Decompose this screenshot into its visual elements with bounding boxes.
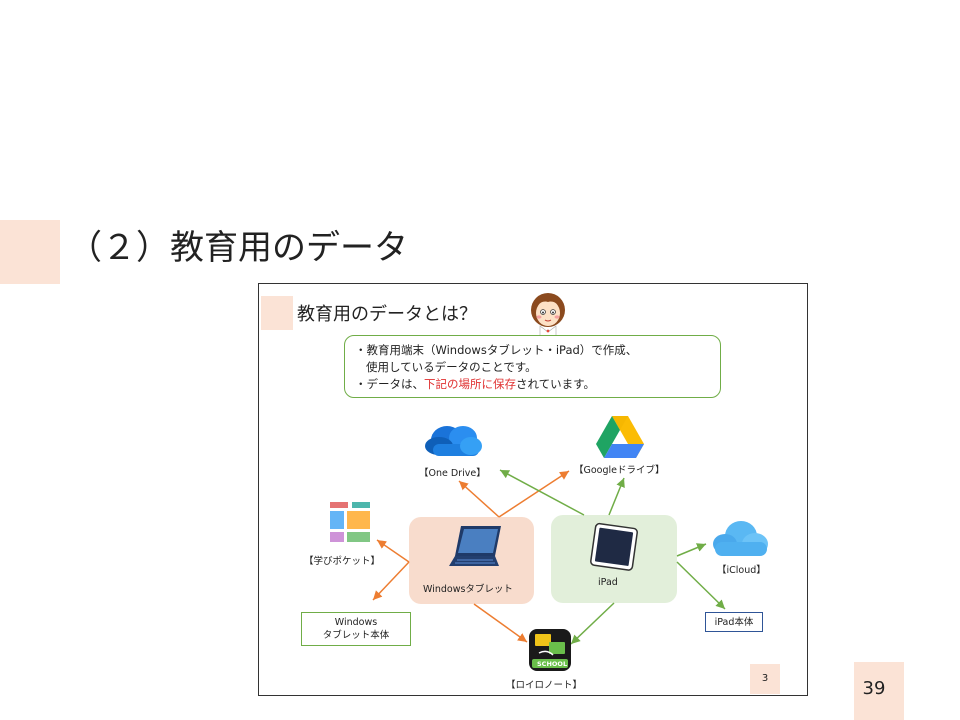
callout-line-3: ・データは、下記の場所に保存されています。 xyxy=(355,376,720,393)
manabi-pocket-icon xyxy=(330,502,370,542)
arrow-ipad-onedrive xyxy=(499,469,585,516)
onedrive-label: 【One Drive】 xyxy=(419,468,486,479)
loilo-label: 【ロイロノート】 xyxy=(506,680,583,691)
callout-highlight: 下記の場所に保存 xyxy=(424,377,516,391)
icloud-icon xyxy=(713,521,768,556)
windows-tablet-label: Windowsタブレット xyxy=(423,584,513,595)
embedded-page-number: 3 xyxy=(750,664,780,694)
embedded-slide-title: 教育用のデータとは？ xyxy=(297,304,477,325)
callout-line-1: ・教育用端末（Windowsタブレット・iPad）で作成、 xyxy=(355,343,638,357)
loilo-badge: SCHOOL xyxy=(537,660,568,668)
loilo-note-icon xyxy=(529,629,571,671)
connection-arrows xyxy=(372,469,726,645)
callout-line-3-prefix: ・データは、 xyxy=(355,377,424,391)
ipad-local-storage-box: iPad本体 xyxy=(705,612,763,632)
ipad-tablet-icon xyxy=(590,522,638,571)
onedrive-cloud-icon xyxy=(425,426,482,456)
embedded-title-accent xyxy=(261,296,293,330)
title-accent-bar xyxy=(0,220,60,284)
page-number: 39 xyxy=(862,678,886,699)
google-drive-label: 【Googleドライブ】 xyxy=(574,465,665,476)
windows-local-storage-box: Windows タブレット本体 xyxy=(301,612,411,646)
windows-local-line2: タブレット本体 xyxy=(322,630,390,641)
arrow-win-loilo xyxy=(473,603,528,643)
arrow-win-google xyxy=(498,470,570,518)
windows-local-line1: Windows xyxy=(334,617,378,628)
arrow-ipad-loilo xyxy=(570,602,615,645)
arrow-ipad-google xyxy=(608,477,625,516)
icloud-label: 【iCloud】 xyxy=(717,565,766,576)
ipad-local-text: iPad本体 xyxy=(714,617,754,628)
callout-line-3-suffix: されています。 xyxy=(516,377,596,391)
page-number-accent xyxy=(854,662,904,720)
ipad-label: iPad xyxy=(598,577,618,588)
arrow-win-pocket xyxy=(376,539,410,563)
arrow-ipad-icloud xyxy=(676,543,707,557)
slide-title: （２）教育用のデータ xyxy=(68,228,408,268)
teacher-avatar-icon xyxy=(531,293,565,338)
arrow-ipad-local xyxy=(676,561,726,610)
arrow-win-onedrive xyxy=(458,480,500,518)
callout-line-2: 使用しているデータのことです。 xyxy=(366,360,537,374)
embedded-slide-image: 教育用のデータとは？ ・教育用端末（Windowsタブレット・iPad）で作成、… xyxy=(258,283,808,696)
manabi-pocket-label: 【学びポケット】 xyxy=(304,556,381,567)
google-drive-icon xyxy=(596,416,644,458)
arrow-win-local xyxy=(372,561,410,601)
info-callout: ・教育用端末（Windowsタブレット・iPad）で作成、 使用しているデータの… xyxy=(344,335,721,398)
laptop-icon xyxy=(449,526,501,566)
